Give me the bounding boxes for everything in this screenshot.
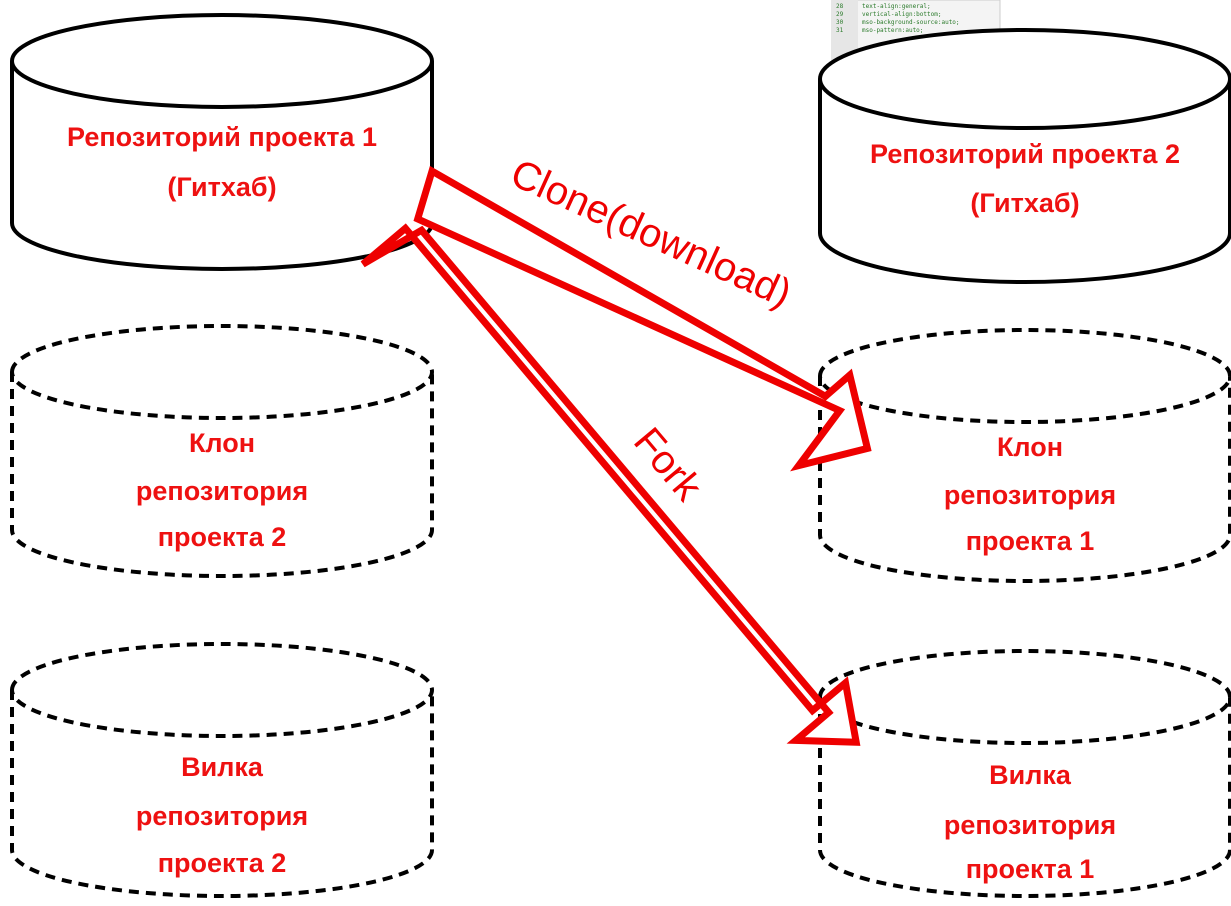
repository-label-line: (Гитхаб) [970,188,1079,218]
repository-label-line: Клон [997,432,1063,462]
code-line-number: 29 [836,11,844,18]
repository-label-line: (Гитхаб) [167,172,276,202]
clone-project-2-cylinder: Клон репозитория проекта 2 [10,324,435,578]
repository-label-line: Вилка [181,752,264,782]
repository-project-1-cylinder: Репозиторий проекта 1 (Гитхаб) [10,13,435,271]
repository-label-line: Репозиторий проекта 1 [67,122,377,152]
clone-arrow-label: Clone(download) [504,151,798,316]
code-line-number: 28 [836,3,844,10]
fork-project-1-cylinder: Вилка репозитория проекта 1 [818,649,1231,898]
repository-label-line: репозитория [136,476,308,506]
clone-arrow [413,165,872,472]
code-line: mso-pattern:auto; [862,27,923,34]
repository-label-line: Клон [189,428,255,458]
code-line: text-align:general; [862,3,931,10]
repository-label-line: проекта 2 [158,522,287,552]
code-line: mso-background-source:auto; [862,19,960,26]
fork-project-2-cylinder: Вилка репозитория проекта 2 [10,642,435,898]
code-line: vertical-align:bottom; [862,11,941,18]
repository-project-2-cylinder: Репозиторий проекта 2 (Гитхаб) [818,28,1231,284]
repository-label-line: репозитория [944,480,1116,510]
repository-label-line: Вилка [989,760,1072,790]
repository-label-line: проекта 2 [158,848,287,878]
repository-label-line: репозитория [944,810,1116,840]
repository-label-line: проекта 1 [966,854,1095,884]
repository-label-line: Репозиторий проекта 2 [870,139,1180,169]
code-line-number: 31 [836,27,844,34]
repository-label-line: проекта 1 [966,526,1095,556]
clone-project-1-cylinder: Клон репозитория проекта 1 [818,328,1231,583]
repository-label-line: репозитория [136,801,308,831]
code-line-number: 30 [836,19,844,26]
fork-arrow [360,223,861,746]
